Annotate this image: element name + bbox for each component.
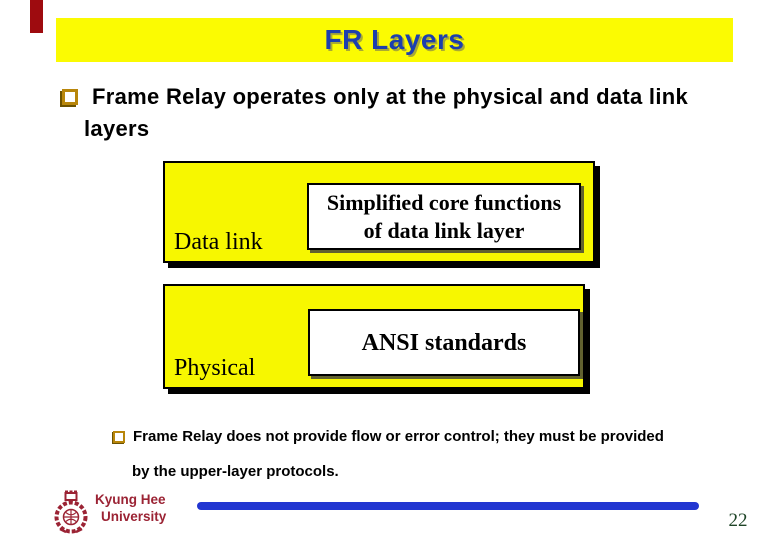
data-link-layer-box: Data link Simplified core functions of d… <box>163 161 595 263</box>
bullet-text-line: Frame Relay does not provide flow or err… <box>133 428 664 445</box>
physical-function-box: ANSI standards <box>308 309 580 376</box>
institution-line: University <box>101 509 167 524</box>
bullet-text-line: layers <box>84 116 150 141</box>
bullet-text-line: Frame Relay operates only at the physica… <box>92 84 689 109</box>
footer-divider-bar <box>197 502 699 510</box>
physical-layer-box: Physical ANSI standards <box>163 284 585 389</box>
title-bar: FR Layers <box>56 18 733 62</box>
page-title: FR Layers <box>324 24 465 55</box>
function-box-line: ANSI standards <box>361 329 527 356</box>
bullet-square-icon <box>113 431 125 443</box>
bullet-square-icon <box>62 89 78 105</box>
layer-label: Physical <box>174 355 256 381</box>
corner-accent-bar <box>30 0 43 33</box>
page-number: 22 <box>728 510 748 531</box>
bullet-text-line: by the upper-layer protocols. <box>132 463 339 480</box>
function-box-line: of data link layer <box>363 217 525 243</box>
function-box-line: Simplified core functions <box>326 190 562 215</box>
institution-line: Kyung Hee <box>95 492 166 507</box>
data-link-function-box: Simplified core functions of data link l… <box>307 183 581 250</box>
university-crest-logo <box>54 490 88 534</box>
institution-name: Kyung Hee University <box>95 491 166 525</box>
layer-label: Data link <box>174 229 263 255</box>
